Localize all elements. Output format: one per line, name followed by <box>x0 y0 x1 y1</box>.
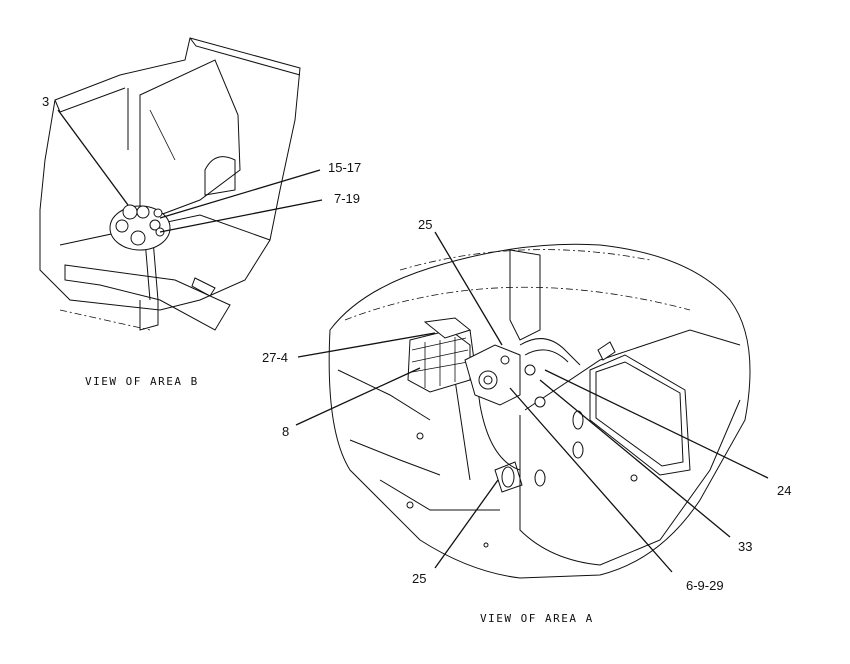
callout-25-bottom: 25 <box>412 571 426 586</box>
area-a-leaders <box>295 231 769 573</box>
area-a-drawing <box>328 243 751 579</box>
area-b-drawing <box>39 37 301 331</box>
caption-area-b: VIEW OF AREA B <box>85 375 199 388</box>
callout-25-top: 25 <box>418 217 432 232</box>
callout-6-9-29: 6-9-29 <box>686 578 724 593</box>
callout-24: 24 <box>777 483 791 498</box>
area-b-leaders <box>57 109 323 233</box>
callout-8: 8 <box>282 424 289 439</box>
caption-area-a: VIEW OF AREA A <box>480 612 594 625</box>
callout-7-19: 7-19 <box>334 191 360 206</box>
callout-27-4: 27-4 <box>262 350 288 365</box>
callout-3: 3 <box>42 94 49 109</box>
callout-33: 33 <box>738 539 752 554</box>
callout-15-17: 15-17 <box>328 160 361 175</box>
